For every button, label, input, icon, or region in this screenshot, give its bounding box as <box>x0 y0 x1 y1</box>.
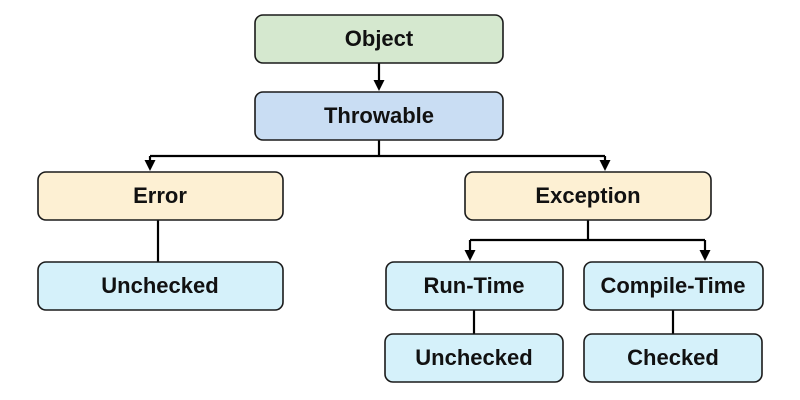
arrowhead-throwable-error <box>144 160 156 171</box>
node-error-box <box>37 171 284 221</box>
node-exception: Exception <box>464 171 712 221</box>
node-runtime: Run-Time <box>385 261 564 311</box>
node-unchecked-runtime-label: Unchecked <box>415 345 532 370</box>
node-checked: Checked <box>583 333 763 383</box>
arrowhead-exception-compiletime <box>699 250 711 261</box>
arrowhead-object-throwable <box>373 80 385 91</box>
node-compiletime-label: Compile-Time <box>600 273 745 298</box>
node-object-box <box>254 14 504 64</box>
node-unchecked-error-label: Unchecked <box>101 273 218 298</box>
node-runtime-box <box>385 261 564 311</box>
node-throwable: Throwable <box>254 91 504 141</box>
node-exception-label: Exception <box>535 183 640 208</box>
edge-throwable-branch <box>148 140 607 161</box>
node-throwable-label: Throwable <box>324 103 434 128</box>
node-object-label: Object <box>345 26 414 51</box>
node-throwable-box <box>254 91 504 141</box>
node-checked-box <box>583 333 763 383</box>
node-error-label: Error <box>133 183 187 208</box>
node-object: Object <box>254 14 504 64</box>
nodes-layer: Object Throwable Error Exception Uncheck… <box>37 14 764 383</box>
edges-layer <box>144 63 711 334</box>
node-compiletime: Compile-Time <box>583 261 764 311</box>
node-unchecked-error-box <box>37 261 284 311</box>
node-error: Error <box>37 171 284 221</box>
arrowhead-exception-runtime <box>464 250 476 261</box>
node-unchecked-under-runtime: Unchecked <box>384 333 564 383</box>
node-unchecked-runtime-box <box>384 333 564 383</box>
node-compiletime-box <box>583 261 764 311</box>
node-exception-box <box>464 171 712 221</box>
edge-exception-branch <box>468 220 707 251</box>
node-runtime-label: Run-Time <box>423 273 524 298</box>
arrowhead-throwable-exception <box>599 160 611 171</box>
node-checked-label: Checked <box>627 345 719 370</box>
node-unchecked-under-error: Unchecked <box>37 261 284 311</box>
